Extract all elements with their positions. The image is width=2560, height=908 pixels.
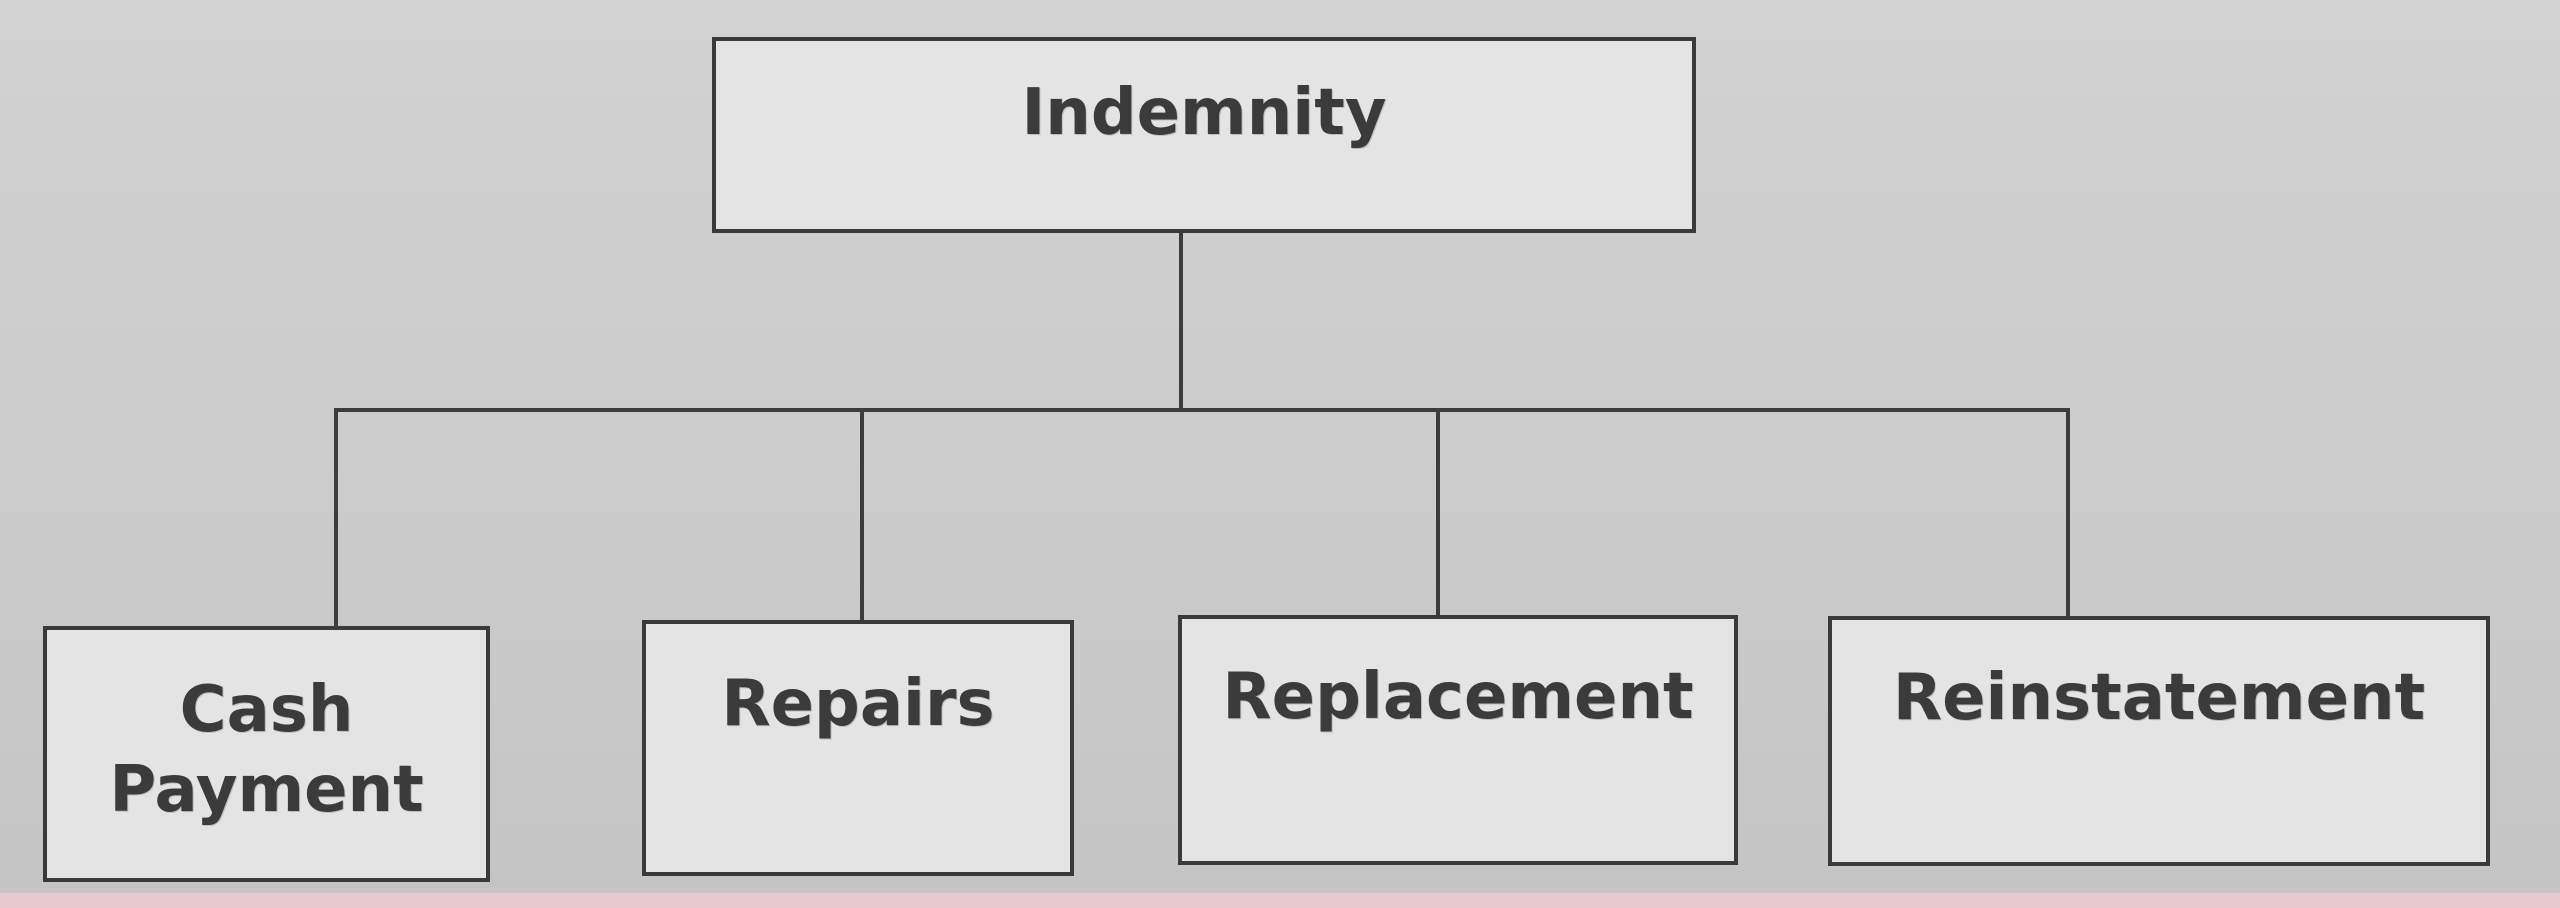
node-indemnity-label: Indemnity — [1021, 76, 1387, 150]
node-indemnity: Indemnity — [712, 37, 1696, 233]
node-cash-payment: Cash Payment — [43, 626, 490, 882]
node-cash-payment-label-line-1: Cash — [179, 673, 354, 747]
node-reinstatement-label: Reinstatement — [1892, 661, 2426, 735]
page-bottom-edge — [0, 893, 2560, 908]
node-repairs: Repairs — [642, 620, 1074, 876]
node-replacement: Replacement — [1178, 615, 1738, 865]
node-cash-payment-label: Cash Payment — [109, 670, 423, 830]
node-replacement-label: Replacement — [1222, 660, 1694, 734]
node-repairs-label: Repairs — [721, 667, 995, 741]
node-cash-payment-label-line-2: Payment — [109, 753, 424, 827]
node-reinstatement: Reinstatement — [1828, 616, 2490, 866]
